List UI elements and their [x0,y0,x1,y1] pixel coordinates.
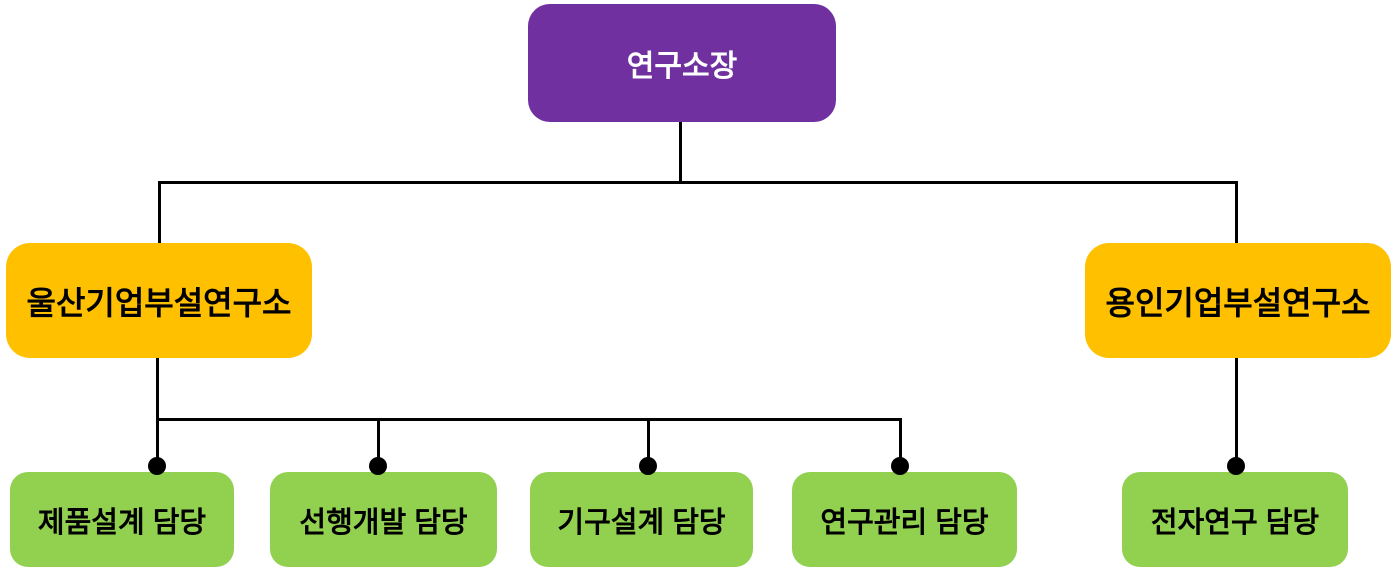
connector-dot-team3 [639,457,657,475]
connector-ulsan-drop [158,181,161,243]
connector-team2-drop [377,418,380,462]
connector-team3-drop [647,418,650,462]
node-team-advanced-dev-label: 선행개발 담당 [299,506,468,539]
connector-team5-drop [1235,358,1238,462]
connector-dot-team4 [891,457,909,475]
node-institute-ulsan-label: 울산기업부설연구소 [26,284,292,321]
connector-team1-drop [156,418,159,462]
node-team-product-design: 제품설계 담당 [10,472,234,567]
node-institute-ulsan: 울산기업부설연구소 [6,243,312,358]
connector-dot-team5 [1227,457,1245,475]
node-institute-yongin: 용인기업부설연구소 [1085,243,1391,358]
node-team-electronics-label: 전자연구 담당 [1150,506,1320,539]
connector-yongin-drop [1235,181,1238,243]
node-team-mechanism-design: 기구설계 담당 [530,472,753,567]
connector-team4-drop [899,418,902,462]
connector-dot-team2 [369,457,387,475]
connector-level1-horizontal [158,181,1238,184]
connector-dot-team1 [148,457,166,475]
node-team-research-mgmt: 연구관리 담당 [792,472,1017,567]
connector-level2-horizontal [156,418,902,421]
node-institute-yongin-label: 용인기업부설연구소 [1105,284,1371,321]
node-director-label: 연구소장 [626,50,738,83]
node-team-research-mgmt-label: 연구관리 담당 [820,506,989,539]
connector-ulsan-stem [156,358,159,420]
node-team-advanced-dev: 선행개발 담당 [270,472,497,567]
node-team-mechanism-design-label: 기구설계 담당 [557,506,726,539]
connector-director-stem [679,122,682,183]
node-director: 연구소장 [528,4,836,122]
node-team-electronics: 전자연구 담당 [1122,472,1348,567]
node-team-product-design-label: 제품설계 담당 [37,506,207,539]
